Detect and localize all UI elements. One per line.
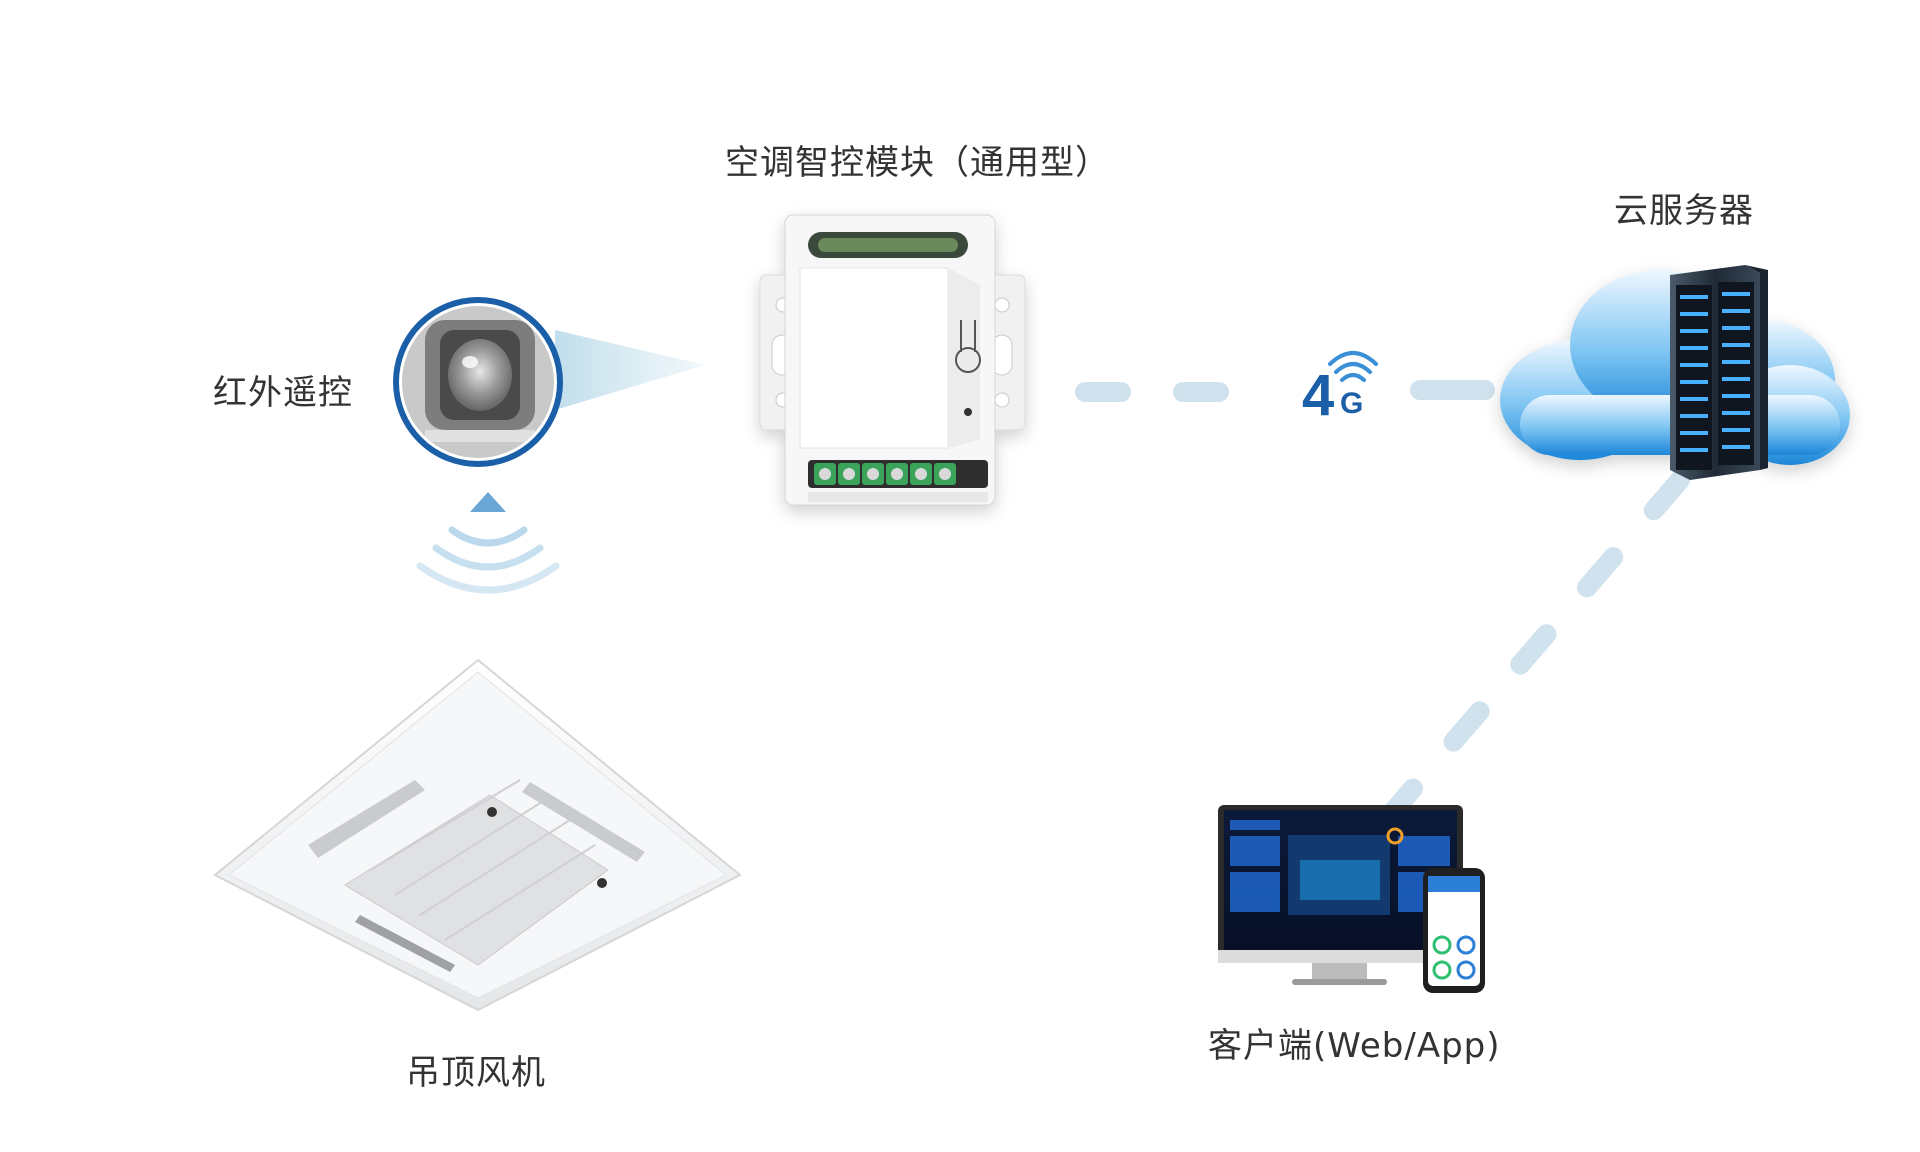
client-label: 客户端(Web/App) xyxy=(1208,1026,1501,1066)
4g-network-icon: 4 G xyxy=(1302,351,1378,428)
wireless-signal-icon xyxy=(416,492,560,594)
connection-cloud-client xyxy=(1380,470,1690,825)
4g-number: 4 xyxy=(1302,363,1334,428)
ir-beam xyxy=(555,330,705,410)
ceiling-fan-image xyxy=(213,658,742,1012)
4g-letter: G xyxy=(1340,387,1363,420)
client-devices-image xyxy=(1218,805,1485,993)
module-label: 空调智控模块（通用型） xyxy=(725,143,1110,183)
fan-label: 吊顶风机 xyxy=(406,1053,546,1093)
ir-remote-label: 红外遥控 xyxy=(213,373,353,413)
cloud-server-label: 云服务器 xyxy=(1614,191,1754,231)
cloud-server-icon xyxy=(1500,265,1850,480)
ir-sensor-icon xyxy=(393,297,563,467)
control-module-image xyxy=(759,214,1026,506)
